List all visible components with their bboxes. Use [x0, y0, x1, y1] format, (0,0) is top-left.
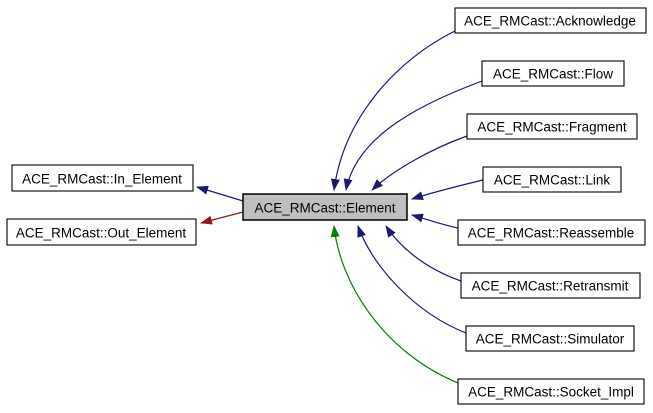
edge-reassemble-to-element — [411, 213, 459, 229]
edge-acknowledge-to-element — [331, 30, 456, 191]
node-flow-box — [481, 60, 625, 87]
edge-fragment-to-element — [371, 135, 468, 191]
node-element-box — [242, 193, 408, 221]
edge-element-to-out-element — [200, 211, 244, 225]
node-simulator-label: ACE_RMCast::Simulator — [476, 332, 625, 347]
node-socket-impl[interactable]: ACE_RMCast::Socket_Impl — [457, 378, 645, 405]
node-out-element-box — [6, 218, 197, 246]
edge-simulator-to-element — [357, 225, 467, 334]
node-fragment-box — [466, 113, 638, 140]
node-retransmit-box — [460, 272, 641, 299]
node-acknowledge[interactable]: ACE_RMCast::Acknowledge — [454, 7, 647, 34]
node-reassemble-label: ACE_RMCast::Reassemble — [468, 226, 635, 241]
node-out-element-label: ACE_RMCast::Out_Element — [16, 226, 187, 241]
node-in-element-box — [11, 164, 194, 192]
edge-retransmit-to-element — [385, 225, 462, 282]
node-flow-label: ACE_RMCast::Flow — [493, 67, 613, 82]
node-fragment-label: ACE_RMCast::Fragment — [477, 120, 627, 135]
node-simulator-box — [465, 325, 635, 352]
node-retransmit-label: ACE_RMCast::Retransmit — [472, 279, 629, 294]
node-in-element[interactable]: ACE_RMCast::In_Element — [11, 164, 194, 192]
node-link-label: ACE_RMCast::Link — [494, 173, 611, 188]
node-link-box — [482, 166, 622, 193]
node-simulator[interactable]: ACE_RMCast::Simulator — [465, 325, 635, 352]
edge-element-to-in-element — [196, 185, 244, 202]
node-fragment[interactable]: ACE_RMCast::Fragment — [466, 113, 638, 140]
edge-flow-to-element — [343, 80, 483, 191]
node-retransmit[interactable]: ACE_RMCast::Retransmit — [460, 272, 641, 299]
node-socket-impl-box — [457, 378, 645, 405]
node-link[interactable]: ACE_RMCast::Link — [482, 166, 622, 193]
edge-socket-impl-to-element — [330, 225, 459, 384]
node-flow[interactable]: ACE_RMCast::Flow — [481, 60, 625, 87]
node-element[interactable]: ACE_RMCast::Element — [242, 193, 408, 221]
node-acknowledge-label: ACE_RMCast::Acknowledge — [464, 14, 636, 29]
node-reassemble[interactable]: ACE_RMCast::Reassemble — [457, 219, 646, 246]
node-socket-impl-label: ACE_RMCast::Socket_Impl — [468, 385, 634, 400]
node-element-label: ACE_RMCast::Element — [254, 201, 395, 216]
node-out-element[interactable]: ACE_RMCast::Out_Element — [6, 218, 197, 246]
node-in-element-label: ACE_RMCast::In_Element — [22, 172, 182, 187]
node-reassemble-box — [457, 219, 646, 246]
edge-link-to-element — [411, 179, 484, 200]
node-acknowledge-box — [454, 7, 647, 34]
